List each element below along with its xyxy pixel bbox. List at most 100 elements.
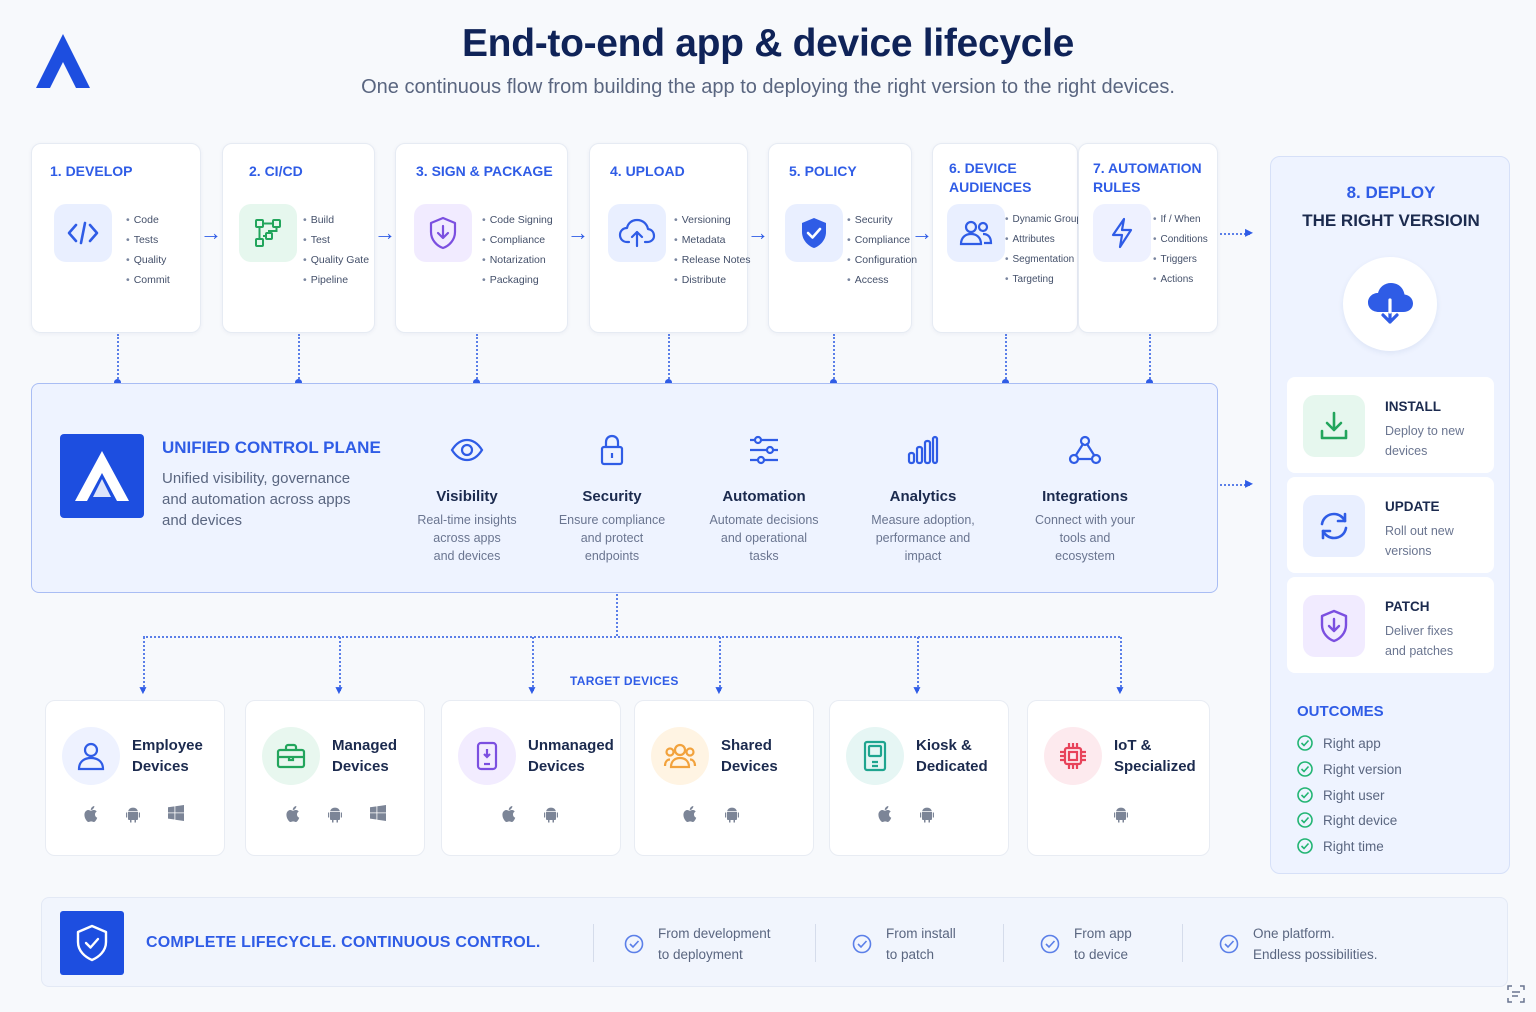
check-circle-icon: [1297, 735, 1313, 751]
stage-card-upload: 4. UPLOAD Versioning Metadata Release No…: [589, 143, 751, 333]
arrow-down-icon: ▼: [1114, 683, 1126, 697]
device-name-line: Devices: [528, 758, 585, 775]
stage-title: 4. UPLOAD: [610, 163, 685, 179]
outcome-item: Right app: [1297, 735, 1381, 751]
stage-item: Quality Gate: [303, 250, 369, 270]
stage-items: Security Compliance Configuration Access: [847, 210, 917, 290]
windows-icon: [168, 805, 184, 821]
connector-line: [1220, 233, 1250, 235]
arrow-right-icon: ▸: [1245, 224, 1254, 241]
stage-title-line: 6. DEVICE: [949, 160, 1017, 176]
connector-line: [476, 334, 478, 382]
feature-integrations: Integrations Connect with your tools and…: [1020, 432, 1150, 565]
connector-line: [1149, 334, 1151, 382]
lightning-icon: [1093, 204, 1151, 262]
shield-download-icon: [414, 204, 472, 262]
chip-icon: [1044, 727, 1102, 785]
device-card-managed: Managed Devices: [245, 700, 425, 856]
feature-visibility: Visibility Real-time insights across app…: [402, 432, 532, 565]
stage-item: Security: [847, 210, 917, 230]
feature-desc: Ensure compliance and protect endpoints: [547, 511, 677, 565]
brand-logo-icon: [36, 34, 90, 88]
user-icon: [62, 727, 120, 785]
stage-items: Versioning Metadata Release Notes Distri…: [674, 210, 751, 290]
check-circle-icon: [1297, 838, 1313, 854]
apple-icon: [84, 806, 98, 822]
device-name-line: Shared: [721, 737, 772, 754]
check-circle-icon: [1297, 761, 1313, 777]
stage-item: Distribute: [674, 270, 751, 290]
stage-item: Release Notes: [674, 250, 751, 270]
page-title: End-to-end app & device lifecycle: [461, 22, 1075, 65]
connector-line: [143, 636, 1120, 638]
stage-title: 2. CI/CD: [249, 163, 303, 179]
windows-icon: [370, 805, 386, 821]
connector-line: [668, 334, 670, 382]
feature-desc-line: Ensure compliance: [558, 513, 666, 527]
page-subtitle: One continuous flow from building the ap…: [361, 76, 1175, 98]
stage-item: Conditions: [1153, 230, 1208, 250]
deploy-action-patch: PATCH Deliver fixes and patches: [1287, 577, 1494, 673]
check-circle-icon: [1219, 934, 1239, 954]
footer-item: One platform.Endless possibilities.: [1219, 923, 1378, 965]
arrow-down-icon: ▼: [911, 683, 923, 697]
divider: [1182, 924, 1183, 962]
stage-item: Targeting: [1005, 270, 1087, 290]
feature-desc-line: Connect with your: [1034, 513, 1136, 527]
scan-icon[interactable]: [1506, 984, 1526, 1004]
stage-item: Metadata: [674, 230, 751, 250]
deploy-subtitle: THE RIGHT VERSIOIN: [1302, 211, 1480, 230]
device-card-iot: IoT & Specialized: [1027, 700, 1210, 856]
stage-item: Actions: [1153, 270, 1208, 290]
arrow-right-icon: →: [567, 220, 589, 245]
feature-security: Security Ensure compliance and protect e…: [547, 432, 677, 565]
stage-item: Access: [847, 270, 917, 290]
phone-icon: [458, 727, 516, 785]
deploy-action-update: UPDATE Roll out new versions: [1287, 477, 1494, 573]
device-card-kiosk: Kiosk & Dedicated: [829, 700, 1009, 856]
stage-item: Commit: [126, 270, 170, 290]
action-name: UPDATE: [1385, 499, 1440, 514]
action-desc-line: and patches: [1385, 644, 1454, 658]
device-name-line: Kiosk &: [916, 737, 972, 754]
footer-item-line: Endless possibilities.: [1253, 947, 1378, 962]
control-plane-title: UNIFIED CONTROL PLANE: [162, 438, 381, 457]
stage-title-line: AUDIENCES: [949, 179, 1032, 195]
footer-item-line: to patch: [886, 947, 935, 962]
arrow-right-icon: →: [200, 220, 222, 245]
outcome-item: Right user: [1297, 787, 1385, 803]
stage-card-device-audiences: 6. DEVICE AUDIENCES Dynamic Groups Attri…: [932, 143, 1087, 333]
action-name: PATCH: [1385, 599, 1430, 614]
apple-icon: [502, 806, 516, 822]
stage-item: Notarization: [482, 250, 553, 270]
footer-item-line: From install: [886, 926, 956, 941]
android-icon: [1114, 807, 1128, 823]
brand-logo-icon: [60, 434, 144, 518]
arrow-down-icon: ▼: [333, 683, 345, 697]
device-name: Shared Devices: [721, 735, 831, 777]
stage-title: 3. SIGN & PACKAGE: [416, 163, 553, 179]
stage-card-policy: 5. POLICY Security Compliance Configurat…: [768, 143, 917, 333]
arrow-down-icon: ▼: [713, 683, 725, 697]
feature-name: Integrations: [1042, 488, 1128, 505]
stage-item: Code Signing: [482, 210, 553, 230]
device-name-line: Dedicated: [916, 758, 988, 775]
device-name: IoT & Specialized: [1114, 735, 1224, 777]
connector-line: [298, 334, 300, 382]
lock-icon: [547, 432, 677, 468]
stage-item: Compliance: [847, 230, 917, 250]
stage-title-line: 7. AUTOMATION: [1093, 160, 1202, 176]
stage-item: Segmentation: [1005, 250, 1087, 270]
feature-desc: Connect with your tools and ecosystem: [1020, 511, 1150, 565]
device-name: Kiosk & Dedicated: [916, 735, 1026, 777]
device-name-line: Devices: [721, 758, 778, 775]
stage-title: 5. POLICY: [789, 163, 857, 179]
device-card-employee: Employee Devices: [45, 700, 225, 856]
android-icon: [920, 807, 934, 823]
connector-line: [1220, 484, 1250, 486]
connector-dot: [114, 379, 121, 386]
stage-card-automation-rules: 7. AUTOMATION RULES If / When Conditions…: [1078, 143, 1218, 333]
footer-item-line: to device: [1074, 947, 1129, 962]
feature-analytics: Analytics Measure adoption, performance …: [858, 432, 988, 565]
